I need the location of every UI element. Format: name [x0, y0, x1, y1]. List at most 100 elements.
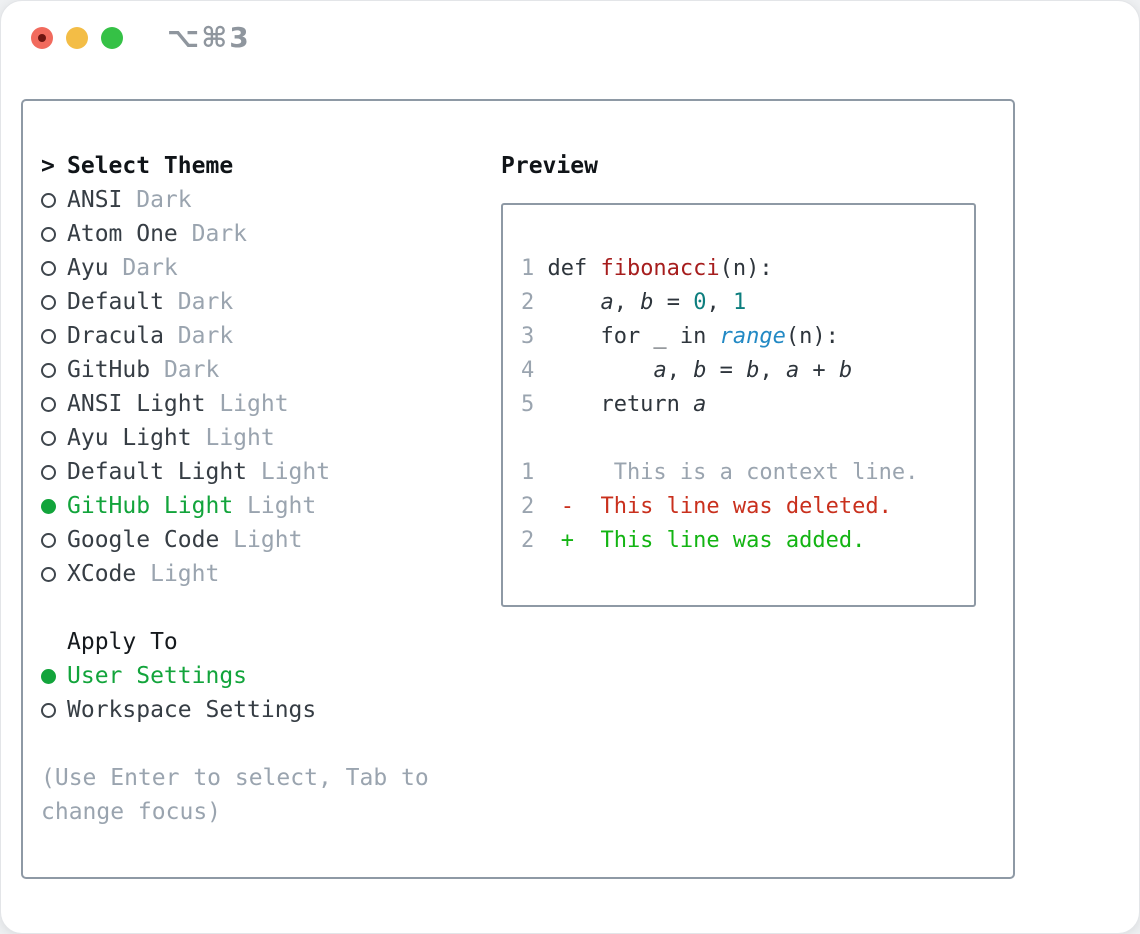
option-label: GitHub	[67, 357, 151, 383]
theme-option-atom-one[interactable]: Atom One Dark	[41, 217, 491, 251]
radio-icon	[41, 328, 56, 344]
option-variant-label: Light	[191, 425, 275, 451]
code-line: 4 a, b = b, a + b	[521, 353, 974, 387]
option-label: Google Code	[67, 527, 220, 553]
option-variant-label: Dark	[150, 357, 220, 383]
zoom-button[interactable]	[101, 27, 123, 49]
option-label: Ayu Light	[67, 425, 192, 451]
radio-icon	[41, 702, 56, 718]
spacer-row	[41, 727, 491, 761]
line-number: 2	[521, 493, 535, 519]
option-variant-label: Dark	[163, 323, 234, 349]
code-line: 2 - This line was deleted.	[521, 489, 974, 523]
option-label: User Settings	[67, 663, 248, 689]
spacer-row	[41, 591, 491, 625]
option-variant-label: Dark	[108, 255, 178, 281]
line-content: for _ in range(n):	[547, 323, 839, 349]
line-number: 2	[521, 527, 535, 553]
apply-option-user-settings[interactable]: User Settings	[41, 659, 491, 693]
line-content: + This line was added.	[547, 527, 866, 553]
option-label: Atom One	[67, 221, 178, 247]
code-line	[521, 421, 974, 455]
option-variant-label: Light	[219, 527, 303, 553]
line-number: 2	[521, 289, 535, 315]
hint-line-2: change focus)	[41, 799, 222, 825]
theme-option-ansi-light[interactable]: ANSI Light Light	[41, 387, 491, 421]
preview-header-row: Preview	[501, 149, 976, 183]
theme-option-google-code[interactable]: Google Code Light	[41, 523, 491, 557]
option-label: GitHub Light	[67, 493, 234, 519]
radio-selected-icon	[41, 498, 56, 514]
prompt-chevron-icon: >	[41, 153, 55, 179]
radio-icon	[41, 192, 56, 208]
radio-icon	[41, 226, 56, 242]
option-variant-label: Light	[247, 459, 331, 485]
code-line: 2 + This line was added.	[521, 523, 974, 557]
option-label: Dracula	[67, 323, 164, 349]
theme-option-default[interactable]: Default Dark	[41, 285, 491, 319]
line-content: def fibonacci(n):	[547, 255, 773, 281]
minimize-button[interactable]	[66, 27, 88, 49]
select-theme-header-row: > Select Theme	[41, 149, 491, 183]
traffic-lights	[31, 27, 123, 49]
line-content: a, b = b, a + b	[653, 357, 853, 383]
radio-selected-icon	[41, 668, 56, 684]
title-bar: ⌥⌘3	[1, 1, 1139, 99]
radio-icon	[41, 532, 56, 548]
theme-option-ayu[interactable]: Ayu Dark	[41, 251, 491, 285]
select-theme-header: Select Theme	[67, 153, 234, 179]
preview-header: Preview	[501, 153, 598, 179]
line-number: 3	[521, 323, 535, 349]
theme-option-github[interactable]: GitHub Dark	[41, 353, 491, 387]
option-label: Default Light	[67, 459, 248, 485]
radio-icon	[41, 260, 56, 276]
window-title-shortcut: ⌥⌘3	[167, 21, 251, 54]
theme-option-github-light[interactable]: GitHub Light Light	[41, 489, 491, 523]
option-label: Default	[67, 289, 164, 315]
option-variant-label: Dark	[177, 221, 248, 247]
apply-to-header-row: Apply To	[41, 625, 491, 659]
radio-icon	[41, 362, 56, 378]
theme-option-xcode[interactable]: XCode Light	[41, 557, 491, 591]
line-content: This is a context line.	[547, 459, 919, 485]
option-label: XCode	[67, 561, 137, 587]
code-line: 2 a, b = 0, 1	[521, 285, 974, 319]
radio-icon	[41, 464, 56, 480]
theme-option-ansi[interactable]: ANSI Dark	[41, 183, 491, 217]
line-number: 5	[521, 391, 535, 417]
option-label: Workspace Settings	[67, 697, 317, 723]
radio-icon	[41, 566, 56, 582]
option-label: ANSI Light	[67, 391, 206, 417]
theme-option-default-light[interactable]: Default Light Light	[41, 455, 491, 489]
code-line: 5 return a	[521, 387, 974, 421]
line-content: - This line was deleted.	[547, 493, 892, 519]
radio-icon	[41, 396, 56, 412]
apply-option-workspace-settings[interactable]: Workspace Settings	[41, 693, 491, 727]
radio-icon	[41, 430, 56, 446]
code-line: 1 This is a context line.	[521, 455, 974, 489]
option-variant-label: Light	[233, 493, 317, 519]
option-variant-label: Dark	[122, 187, 192, 213]
line-number: 1	[521, 255, 535, 281]
line-content: return a	[547, 391, 707, 417]
theme-option-dracula[interactable]: Dracula Dark	[41, 319, 491, 353]
radio-icon	[41, 294, 56, 310]
close-button[interactable]	[31, 27, 53, 49]
option-variant-label: Light	[136, 561, 220, 587]
code-line: 3 for _ in range(n):	[521, 319, 974, 353]
line-number: 4	[521, 357, 535, 383]
apply-to-header: Apply To	[67, 629, 178, 655]
hint-line-1: (Use Enter to select, Tab to	[41, 765, 429, 791]
option-variant-label: Dark	[163, 289, 234, 315]
code-line: 1 def fibonacci(n):	[521, 251, 974, 285]
theme-option-ayu-light[interactable]: Ayu Light Light	[41, 421, 491, 455]
line-number: 1	[521, 459, 535, 485]
